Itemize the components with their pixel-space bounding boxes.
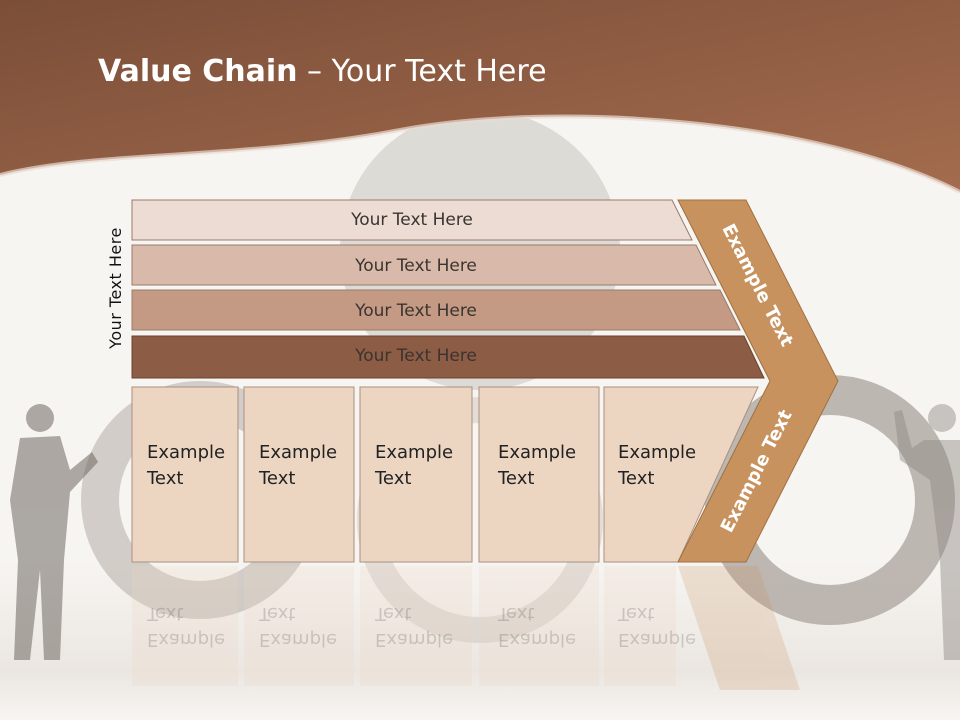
cell-reflection: Example Text xyxy=(375,600,453,652)
cell-line: Text xyxy=(147,603,184,624)
title-bold: Value Chain xyxy=(98,54,298,89)
title-rest: – Your Text Here xyxy=(297,54,547,89)
cell-shape xyxy=(243,386,355,563)
cell-line: Example xyxy=(498,629,577,650)
cell-reflection: Example Text xyxy=(147,600,225,652)
reflection xyxy=(132,566,800,690)
cell-line: Example xyxy=(147,629,226,650)
bar-label-3: Your Text Here xyxy=(355,301,477,321)
cell-line: Text xyxy=(618,603,655,624)
side-label: Your Text Here xyxy=(106,227,125,349)
page-title: Value Chain – Your Text Here xyxy=(98,54,547,89)
bar-shape xyxy=(131,244,717,286)
cell-line: Example xyxy=(147,442,226,463)
cell-shape xyxy=(359,386,473,563)
cell-line: Example xyxy=(618,629,697,650)
cell-line: Example xyxy=(618,442,697,463)
bar-shape xyxy=(131,199,693,241)
chevron-arrow xyxy=(677,199,839,563)
cell-line: Text xyxy=(498,468,535,489)
cell-line: Text xyxy=(375,603,412,624)
cell-line: Example xyxy=(259,442,338,463)
cell-reflection: Example Text xyxy=(259,600,337,652)
businessman-silhouette xyxy=(10,404,98,660)
cell-reflection: Example Text xyxy=(618,600,696,652)
businessman-silhouette xyxy=(894,404,960,660)
cell-reflection: Example Text xyxy=(498,600,576,652)
cell-shape xyxy=(478,386,600,563)
cell-line: Text xyxy=(618,468,655,489)
bar-shape xyxy=(131,289,741,331)
cell-line: Example xyxy=(259,629,338,650)
cell-line: Example xyxy=(375,442,454,463)
cell-line: Text xyxy=(259,603,296,624)
bar-label-1: Your Text Here xyxy=(351,210,473,230)
cell-line: Text xyxy=(375,468,412,489)
cell-line: Example xyxy=(375,629,454,650)
cell-shape xyxy=(131,386,239,563)
header-band xyxy=(0,0,960,192)
cell-line: Text xyxy=(498,603,535,624)
bar-label-2: Your Text Here xyxy=(355,256,477,276)
cell-line: Text xyxy=(259,468,296,489)
cell-line: Example xyxy=(498,442,577,463)
bar-shape xyxy=(131,335,765,379)
bar-label-4: Your Text Here xyxy=(355,346,477,366)
cell-line: Text xyxy=(147,468,184,489)
